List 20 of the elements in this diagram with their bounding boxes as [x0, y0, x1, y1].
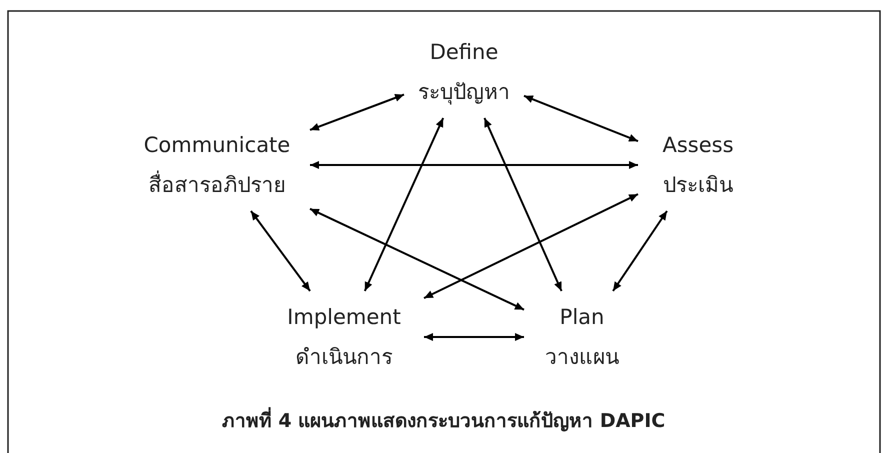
thai-label: ดำเนินการ — [296, 344, 392, 371]
double-arrow — [612, 210, 668, 292]
thai-label: ระบุปัญหา — [418, 79, 510, 107]
english-label: Assess — [662, 132, 734, 159]
double-arrow — [484, 118, 562, 292]
english-label: Define — [430, 39, 498, 66]
english-label: Plan — [560, 304, 604, 331]
double-arrow — [424, 193, 638, 300]
double-arrow — [310, 208, 524, 311]
thai-label: สื่อสารอภิปราย — [148, 165, 286, 205]
english-label: Communicate — [144, 132, 290, 159]
thai-label: วางแผน — [545, 344, 619, 371]
thai-label: ประเมิน — [663, 172, 733, 199]
double-arrow — [524, 94, 638, 142]
double-arrow — [424, 333, 524, 341]
english-label: Implement — [287, 304, 401, 331]
double-arrow — [364, 118, 444, 292]
double-arrow — [250, 210, 311, 292]
double-arrow — [310, 94, 404, 131]
double-arrow — [310, 161, 638, 169]
